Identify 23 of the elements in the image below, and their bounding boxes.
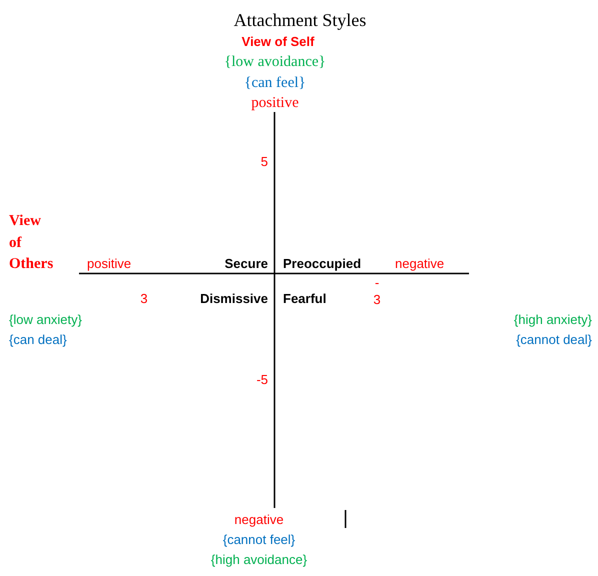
tick-label: -5 [256,371,268,389]
tick-label: -3 [372,274,382,308]
axis-note: {high avoidance} [210,551,308,569]
axis-end-label: positive [87,255,132,273]
axis-note: {can feel} [244,74,306,92]
axis-end-label: negative [234,511,284,529]
axis-end-label: positive [251,94,299,112]
quadrant-label: Dismissive [200,290,268,308]
quadrant-label: Secure [224,255,268,273]
axis-title: View of Self [242,33,314,51]
axis-note: {cannot deal} [516,331,592,349]
axis-note: {low anxiety} [9,311,82,329]
axis-note: {can deal} [9,331,67,349]
quadrant-label: Fearful [283,290,326,308]
tick-label: 3 [140,290,148,308]
axis-title: View of Others [9,212,54,274]
axis-end-label: negative [395,255,444,273]
quadrant-label: Preoccupied [283,255,362,273]
axis-note: {low avoidance} [224,53,326,71]
axis-note: {cannot feel} [222,531,296,549]
chart-title: Attachment Styles [234,9,366,31]
axis-note: {high anxiety} [514,311,592,329]
tick-label: 5 [260,153,268,171]
